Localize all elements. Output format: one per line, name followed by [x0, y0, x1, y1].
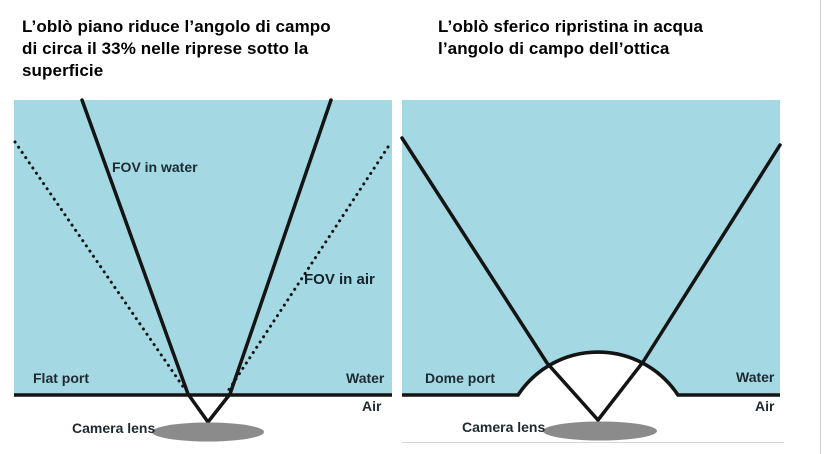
camera-lens-label-right-panel: Camera lens	[462, 419, 546, 435]
flat-port-label: Flat port	[33, 370, 89, 386]
camera-lens-shape	[152, 422, 264, 442]
left-panel-title: L’oblò piano riduce l’angolo di campo di…	[22, 16, 331, 82]
air-label-right-panel: Air	[755, 398, 775, 414]
right-title-line-2: l’angolo di campo dell’ottica	[438, 39, 670, 58]
water-body	[402, 100, 780, 395]
dome-port-surface-line	[402, 350, 780, 397]
right-frame-line	[820, 0, 821, 454]
dome-port-drawing	[400, 100, 782, 441]
dome-port-diagram: Dome port Water Air Camera lens	[400, 95, 825, 454]
water-body	[14, 100, 392, 395]
camera-lens-label-left-panel: Camera lens	[72, 420, 156, 436]
fov-air-ray-right	[226, 145, 390, 393]
right-title-line-1: L’oblò sferico ripristina in acqua	[438, 17, 704, 36]
fov-in-water-label: FOV in water	[112, 159, 198, 175]
camera-lens-shape	[543, 421, 657, 441]
water-label-left-panel: Water	[346, 370, 385, 386]
dome-port-label: Dome port	[425, 370, 495, 386]
fov-ray-left	[400, 136, 600, 422]
water-label-right-panel: Water	[736, 369, 775, 385]
fov-air-ray-left	[13, 140, 188, 393]
air-label-left-panel: Air	[362, 398, 382, 414]
left-title-line-3: superficie	[22, 61, 104, 80]
left-title-line-2: di circa il 33% nelle riprese sotto la	[22, 39, 309, 58]
bottom-frame-line	[402, 442, 784, 443]
flat-port-diagram: FOV in water FOV in air Flat port Water …	[0, 95, 400, 454]
left-title-line-1: L’oblò piano riduce l’angolo di campo	[22, 17, 331, 36]
right-panel-title: L’oblò sferico ripristina in acqua l’ang…	[438, 16, 703, 60]
fov-in-air-label: FOV in air	[304, 271, 375, 288]
flat-port-drawing	[13, 98, 392, 442]
